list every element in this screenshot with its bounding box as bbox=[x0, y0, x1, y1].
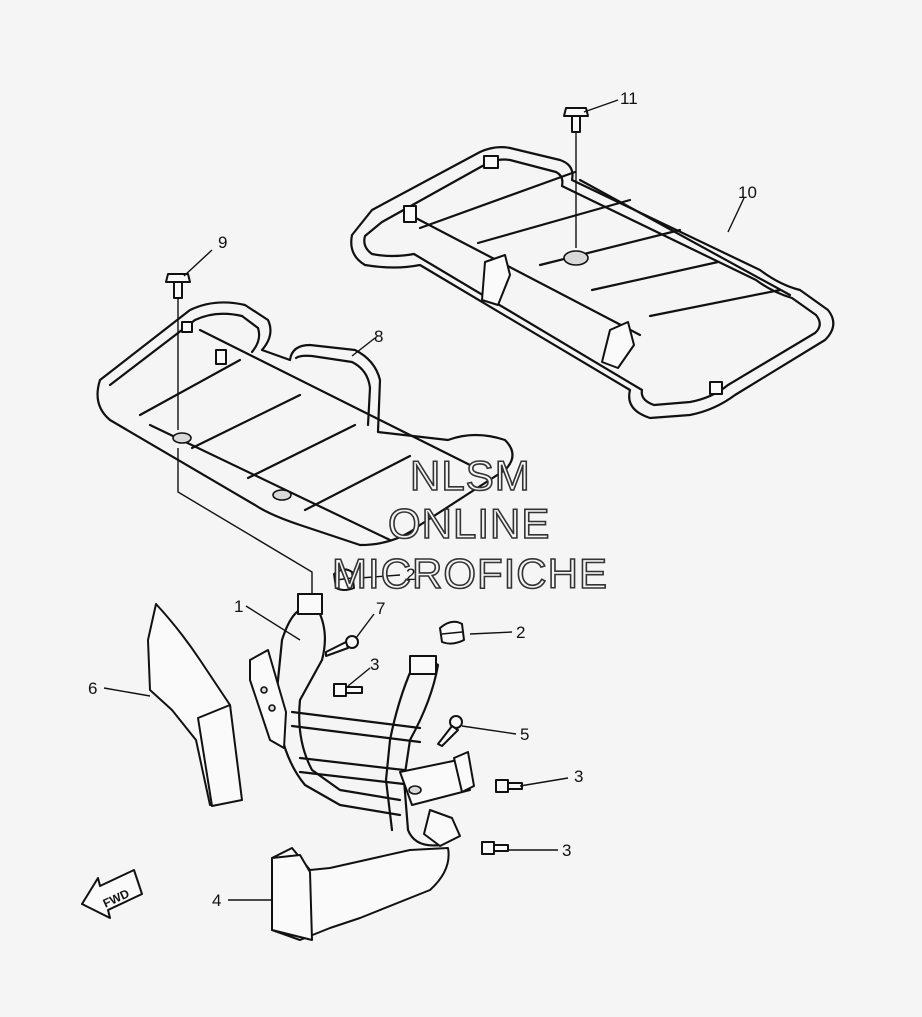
callout-10: 10 bbox=[738, 183, 757, 202]
fwd-arrow-icon: FWD bbox=[81, 869, 143, 919]
callout-2a: 2 bbox=[406, 565, 415, 584]
callout-7: 7 bbox=[376, 599, 385, 618]
grommet-2a bbox=[333, 568, 355, 591]
watermark-line-3: MICROFICHE bbox=[331, 549, 608, 598]
callout-3a: 3 bbox=[370, 655, 379, 674]
callout-1: 1 bbox=[234, 597, 243, 616]
callout-2b: 2 bbox=[516, 623, 525, 642]
cover-6 bbox=[147, 603, 243, 807]
callout-9: 9 bbox=[218, 233, 227, 252]
screw-7 bbox=[325, 635, 359, 657]
callout-6: 6 bbox=[88, 679, 97, 698]
bolt-3a bbox=[333, 683, 363, 697]
callout-8: 8 bbox=[374, 327, 383, 346]
bolt-9 bbox=[165, 273, 191, 299]
bolt-3c bbox=[481, 841, 509, 855]
cover-4 bbox=[271, 847, 450, 941]
bolt-3b bbox=[495, 779, 523, 793]
callout-4: 4 bbox=[212, 891, 221, 910]
front-guard bbox=[249, 593, 475, 847]
front-carrier-rack bbox=[96, 301, 514, 547]
rear-carrier-rack bbox=[350, 146, 835, 420]
screw-5 bbox=[437, 715, 463, 747]
callout-3c: 3 bbox=[562, 841, 571, 860]
callout-5: 5 bbox=[520, 725, 529, 744]
watermark-line-1: NLSM bbox=[409, 451, 531, 500]
callout-11: 11 bbox=[620, 89, 638, 108]
bolt-11 bbox=[563, 107, 589, 133]
callout-3b: 3 bbox=[574, 767, 583, 786]
grommet-2b bbox=[439, 620, 465, 645]
watermark-line-2: ONLINE bbox=[387, 499, 551, 548]
